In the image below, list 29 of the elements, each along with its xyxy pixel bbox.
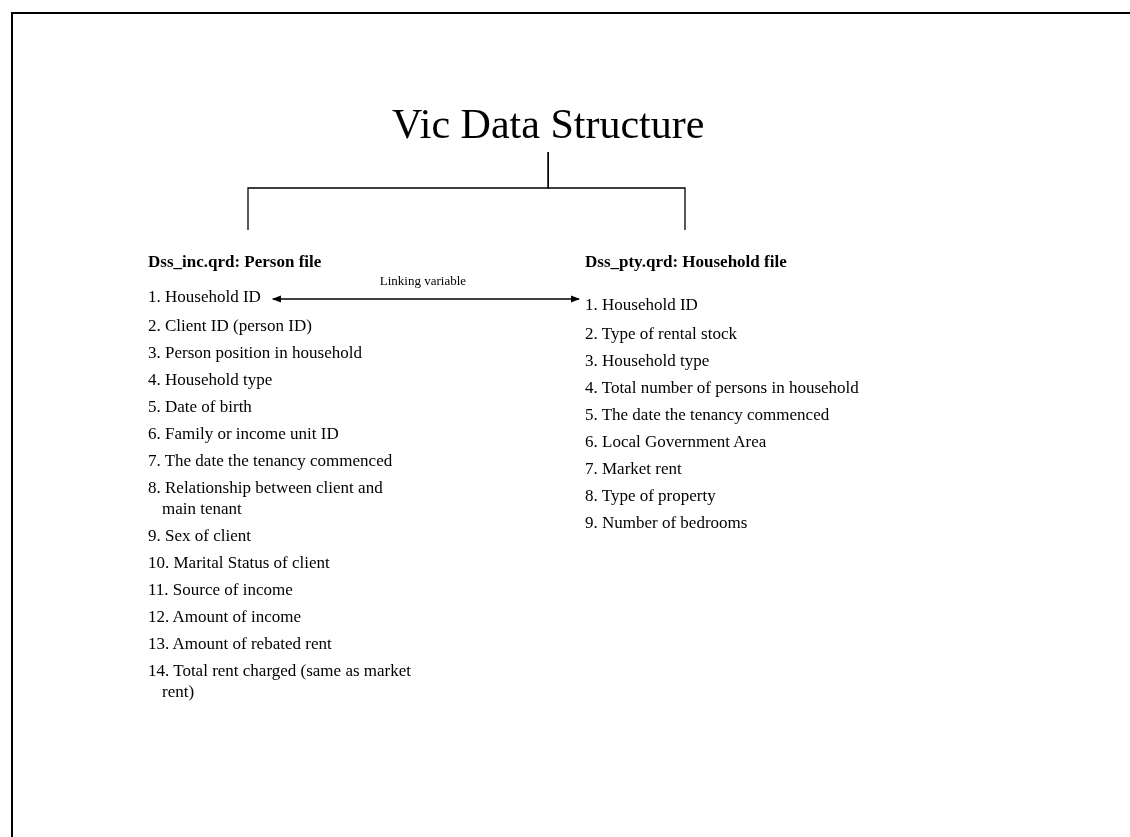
list-item: 3. Household type bbox=[585, 350, 711, 371]
list-item: 2. Client ID (person ID) bbox=[148, 315, 313, 336]
list-item: 1. Household ID bbox=[148, 287, 261, 307]
list-item: 7. The date the tenancy commenced bbox=[148, 450, 394, 471]
list-item: 9. Sex of client bbox=[148, 525, 252, 546]
list-item: 8. Type of property bbox=[585, 485, 717, 506]
list-item: 12. Amount of income bbox=[148, 606, 302, 627]
file-heading: Dss_inc.qrd: Person file bbox=[148, 252, 322, 272]
list-item: 11. Source of income bbox=[148, 579, 294, 600]
list-item: 6. Family or income unit ID bbox=[148, 423, 340, 444]
list-item: 1. Household ID bbox=[585, 295, 698, 315]
connector-line bbox=[547, 151, 686, 231]
list-item: 13. Amount of rebated rent bbox=[148, 633, 333, 654]
list-item: 3. Person position in household bbox=[148, 342, 363, 363]
edge-label: Linking variable bbox=[379, 273, 467, 289]
list-item: 2. Type of rental stock bbox=[585, 323, 738, 344]
list-item: 5. Date of birth bbox=[148, 396, 253, 417]
list-item: 14. Total rent charged (same as market rent) bbox=[148, 660, 412, 702]
list-item: 6. Local Government Area bbox=[585, 431, 768, 452]
list-item: 5. The date the tenancy commenced bbox=[585, 404, 831, 425]
list-item: 10. Marital Status of client bbox=[148, 552, 331, 573]
file-heading: Dss_pty.qrd: Household file bbox=[585, 252, 787, 272]
list-item: 8. Relationship between client and main tenant bbox=[148, 477, 384, 519]
list-item: 4. Total number of persons in household bbox=[585, 377, 860, 398]
list-item: 9. Number of bedrooms bbox=[585, 512, 749, 533]
list-item: 7. Market rent bbox=[585, 458, 683, 479]
double-arrow bbox=[271, 295, 580, 303]
list-item: 4. Household type bbox=[148, 369, 274, 390]
diagram-title: Vic Data Structure bbox=[392, 100, 705, 148]
